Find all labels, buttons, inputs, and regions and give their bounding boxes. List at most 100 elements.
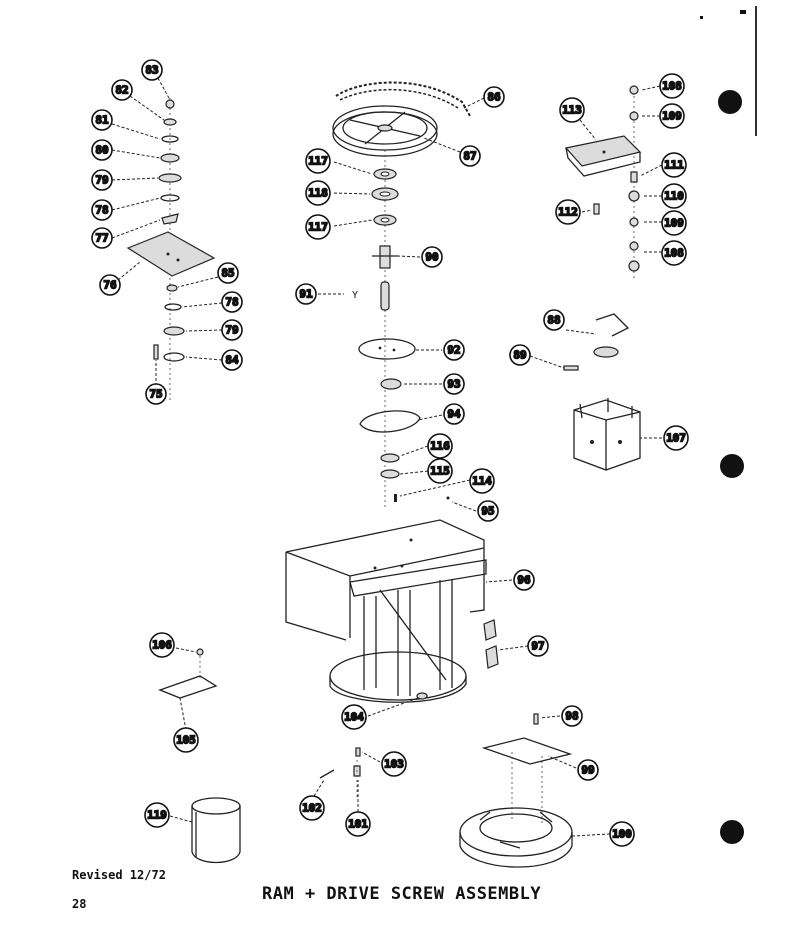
cylinder-119: [191, 797, 241, 864]
punch-hole-middle: [720, 454, 744, 478]
bracket-105: [158, 648, 218, 699]
callout-108a: 108: [659, 73, 685, 99]
callout-94-text: 94: [447, 408, 461, 421]
callout-93-text: 93: [447, 378, 460, 391]
callout-117b: 117: [305, 214, 331, 240]
callout-106: 106: [149, 632, 175, 658]
callout-113: 113: [559, 97, 585, 123]
callout-111: 111: [661, 152, 687, 178]
callout-98-text: 98: [565, 710, 578, 723]
callout-117a-text: 117: [308, 155, 328, 168]
callout-91: 91: [295, 283, 317, 305]
callout-85: 85: [217, 262, 239, 284]
corner-mark: [740, 10, 746, 14]
callout-93: 93: [443, 373, 465, 395]
callout-111-text: 111: [664, 159, 684, 172]
callout-96: 96: [513, 569, 535, 591]
leader-lines: [111, 77, 663, 837]
callout-94: 94: [443, 403, 465, 425]
callout-104-text: 104: [344, 711, 364, 724]
callout-116-text: 116: [430, 440, 450, 453]
callout-77: 77: [91, 227, 113, 249]
callout-99-text: 99: [581, 764, 594, 777]
callout-83: 83: [141, 59, 163, 81]
callout-78b-text: 78: [225, 296, 238, 309]
callout-108a-text: 108: [662, 80, 682, 93]
callout-bubbles: 83 82 81 80 79 78 77 76 85 78 79 84 75 8…: [91, 59, 689, 847]
callout-87-text: 87: [463, 150, 476, 163]
callout-78b: 78: [221, 291, 243, 313]
callout-86-text: 86: [487, 91, 501, 104]
callout-75: 75: [145, 383, 167, 405]
callout-108b: 108: [661, 240, 687, 266]
callout-79a-text: 79: [95, 174, 108, 187]
callout-99: 99: [577, 759, 599, 781]
callout-97-text: 97: [531, 640, 544, 653]
callout-76: 76: [99, 274, 121, 296]
callout-110-text: 110: [664, 190, 684, 203]
callout-90-text: 90: [425, 251, 438, 264]
callout-89: 89: [509, 344, 531, 366]
page-title: RAM + DRIVE SCREW ASSEMBLY: [262, 884, 542, 904]
callout-119: 119: [144, 802, 170, 828]
callout-117b-text: 117: [308, 221, 328, 234]
callout-75-text: 75: [149, 388, 162, 401]
callout-98: 98: [561, 705, 583, 727]
callout-82-text: 82: [115, 84, 128, 97]
callout-105-text: 105: [176, 734, 196, 747]
callout-79b-text: 79: [225, 324, 238, 337]
callout-89-text: 89: [513, 349, 526, 362]
callout-103-text: 103: [384, 758, 404, 771]
page-edge-mark: [755, 6, 757, 136]
bracket-97: [483, 619, 499, 669]
callout-110: 110: [661, 183, 687, 209]
corner-mark-small: [700, 16, 703, 19]
callout-79b: 79: [221, 319, 243, 341]
callout-85-text: 85: [221, 267, 234, 280]
callout-118-text: 118: [308, 187, 328, 200]
callout-80-text: 80: [95, 144, 108, 157]
callout-95: 95: [477, 500, 499, 522]
fasteners-101-103: [319, 747, 361, 800]
callout-78a-text: 78: [95, 204, 108, 217]
punch-hole-bottom: [720, 820, 744, 844]
callout-114-text: 114: [472, 475, 492, 488]
callout-118: 118: [305, 180, 331, 206]
callout-102-text: 102: [302, 802, 322, 815]
callout-86: 86: [483, 86, 505, 108]
callout-92: 92: [443, 339, 465, 361]
callout-100: 100: [609, 821, 635, 847]
callout-107: 107: [663, 425, 689, 451]
callout-109a: 109: [659, 103, 685, 129]
callout-80: 80: [91, 139, 113, 161]
callout-87: 87: [459, 145, 481, 167]
callout-115: 115: [427, 458, 453, 484]
callout-101-text: 101: [348, 818, 368, 831]
callout-102: 102: [299, 795, 325, 821]
callout-83-text: 83: [145, 64, 158, 77]
callout-115-text: 115: [430, 465, 450, 478]
callout-81: 81: [91, 109, 113, 131]
callout-113-text: 113: [562, 104, 582, 117]
callout-112: 112: [555, 199, 581, 225]
callout-96-text: 96: [517, 574, 531, 587]
callout-114: 114: [469, 468, 495, 494]
callout-109a-text: 109: [662, 110, 682, 123]
callout-108b-text: 108: [664, 247, 684, 260]
callout-97: 97: [527, 635, 549, 657]
center-drive-column: [332, 81, 471, 510]
callout-109b-text: 109: [664, 217, 684, 230]
base-100: [459, 807, 573, 868]
motor-107: [573, 398, 641, 471]
left-fastener-stack: [126, 98, 216, 400]
callout-107-text: 107: [666, 432, 686, 445]
callout-78a: 78: [91, 199, 113, 221]
callout-81-text: 81: [95, 114, 109, 127]
right-bracket-stack: [564, 85, 642, 280]
callout-104: 104: [341, 704, 367, 730]
callout-91-text: 91: [299, 288, 313, 301]
callout-95-text: 95: [481, 505, 494, 518]
callout-79a: 79: [91, 169, 113, 191]
callout-116: 116: [427, 433, 453, 459]
